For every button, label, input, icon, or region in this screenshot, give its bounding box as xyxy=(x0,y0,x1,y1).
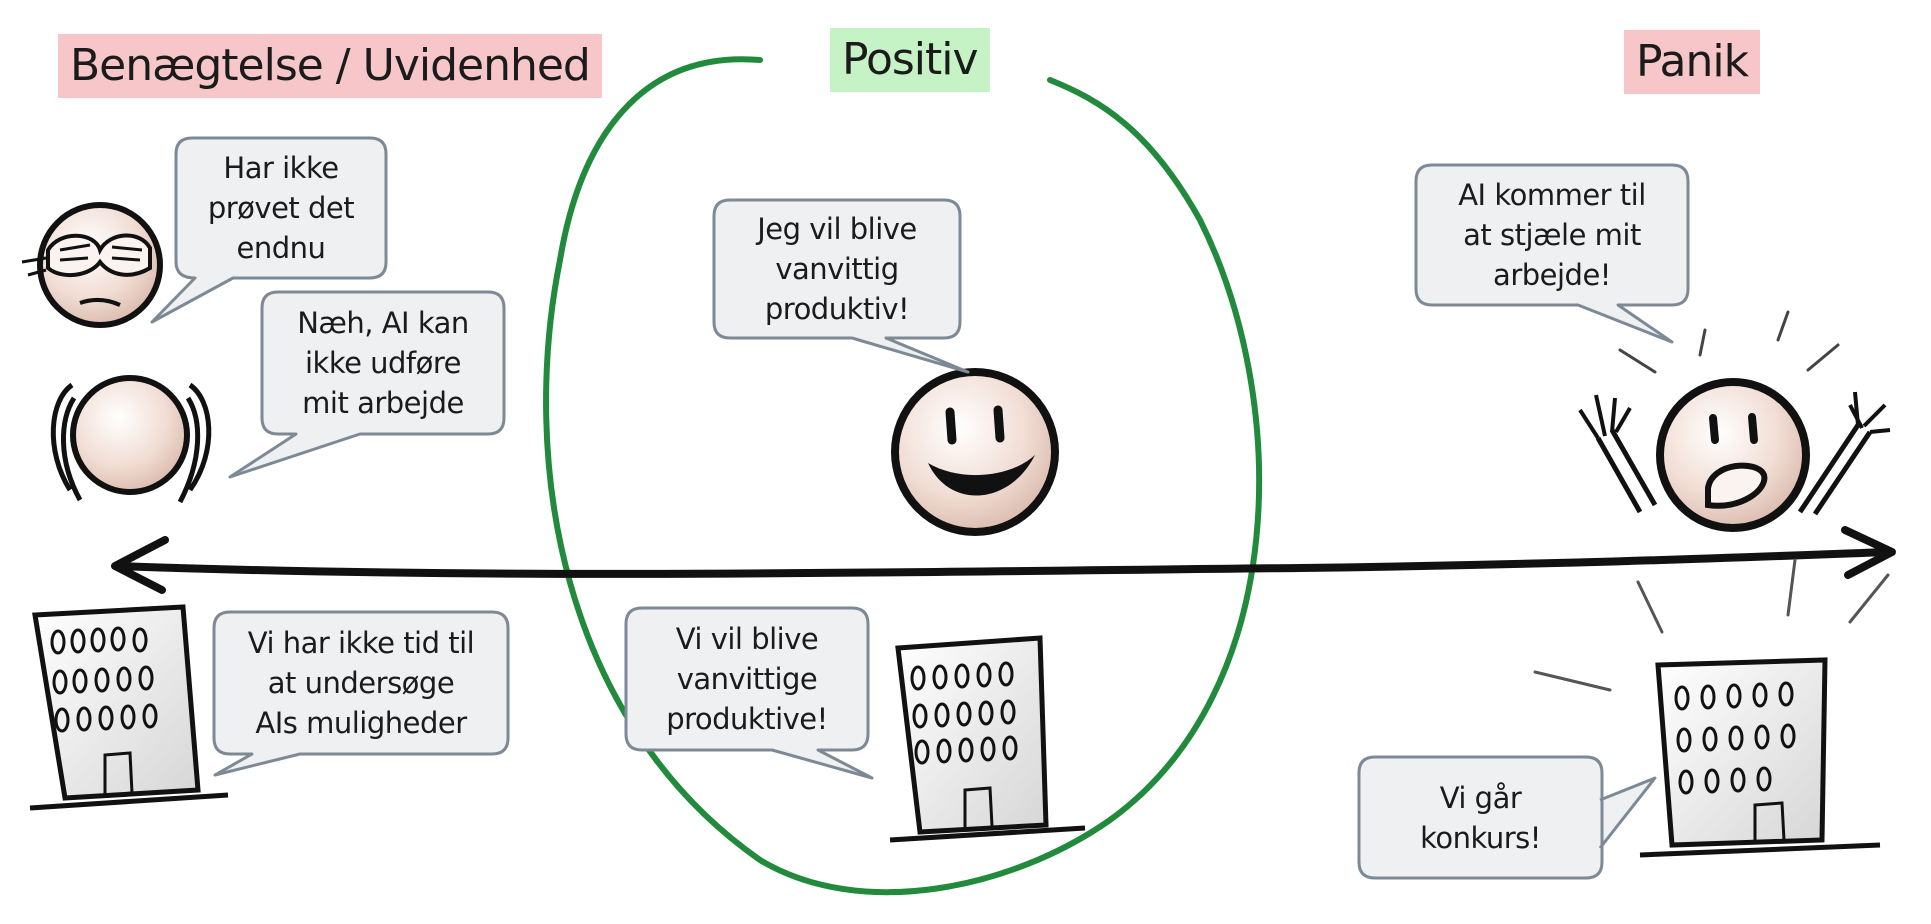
positive-zone-circle xyxy=(543,56,1263,896)
panic-heading: Panik xyxy=(1624,30,1761,94)
speech-bubble-denial-person-2 xyxy=(228,290,506,479)
bubble-text-denial-person-1: Har ikke prøvet det endnu xyxy=(207,151,355,265)
face-covering-eyes-icon xyxy=(21,202,163,328)
speech-bubble-positive-company xyxy=(624,606,874,780)
bubble-text-denial-company: Vi har ikke tid til at undersøge AIs mul… xyxy=(247,626,475,740)
bubble-text-panic-company: Vi går konkurs! xyxy=(1420,780,1541,855)
speech-bubble-panic-company xyxy=(1357,755,1657,880)
office-building-icon xyxy=(889,635,1086,843)
speech-bubble-panic-person xyxy=(1414,163,1690,344)
smiling-face-icon xyxy=(891,368,1059,536)
positive-heading: Positiv xyxy=(830,28,990,92)
speech-bubble-denial-company xyxy=(212,610,510,777)
denial-heading: Benægtelse / Uvidenhed xyxy=(58,34,602,98)
office-building-icon xyxy=(29,604,229,811)
bubble-text-positive-company: Vi vil blive vanvittige produktive! xyxy=(666,622,828,736)
bubble-text-positive-person: Jeg vil blive vanvittig produktiv! xyxy=(757,212,917,326)
speech-bubble-denial-person-1 xyxy=(150,136,388,324)
bubble-text-denial-person-2: Næh, AI kan ikke udføre mit arbejde xyxy=(297,306,469,420)
office-building-icon xyxy=(1533,558,1890,858)
screaming-face-icon xyxy=(1578,310,1891,532)
bubble-text-panic-person: AI kommer til at stjæle mit arbejde! xyxy=(1458,178,1646,292)
speech-bubble-positive-person xyxy=(712,198,970,374)
spectrum-arrow xyxy=(111,526,1896,594)
face-covering-ears-icon xyxy=(50,375,212,504)
